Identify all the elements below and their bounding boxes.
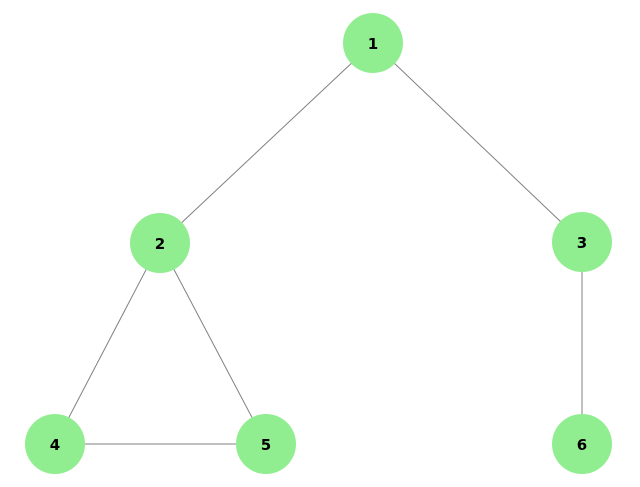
graph-node-label-2: 2 — [155, 235, 165, 253]
graph-edge-2-5 — [159, 242, 267, 445]
graph-node-label-1: 1 — [368, 35, 378, 53]
nodes-layer: 1 2 3 4 5 6 — [25, 13, 612, 474]
edges-layer — [54, 42, 583, 445]
graph-node-2 — [130, 213, 190, 273]
graph-edge-1-2 — [159, 42, 374, 244]
graph-node-5 — [236, 414, 296, 474]
graph-node-3 — [552, 212, 612, 272]
graph-node-4 — [25, 414, 85, 474]
graph-edge-2-4 — [54, 242, 161, 445]
graph-node-6 — [552, 414, 612, 474]
graph-node-label-4: 4 — [50, 436, 60, 454]
graph-node-label-5: 5 — [261, 436, 271, 454]
graph-node-label-3: 3 — [577, 234, 587, 252]
graph-edge-1-3 — [372, 42, 583, 243]
graph-node-1 — [343, 13, 403, 73]
graph-node-label-6: 6 — [577, 436, 587, 454]
